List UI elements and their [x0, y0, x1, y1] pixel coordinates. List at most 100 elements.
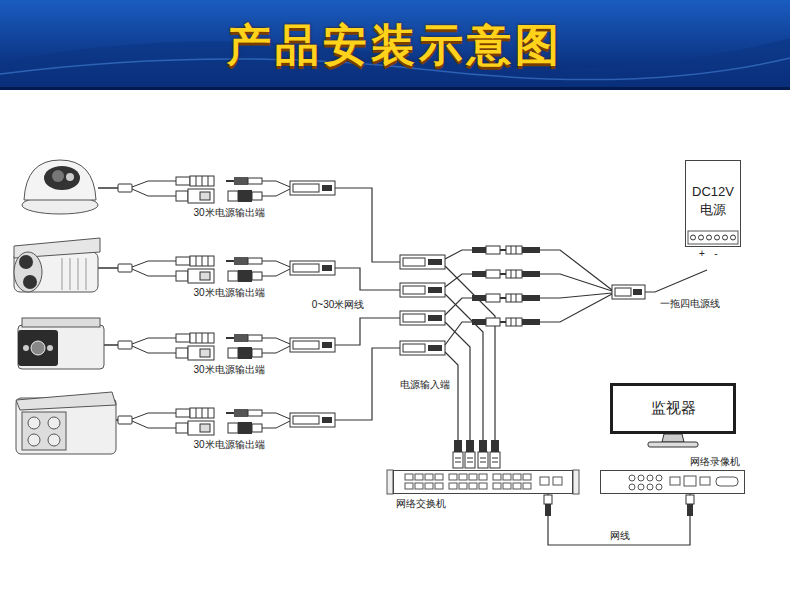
switch-ports — [449, 474, 457, 480]
part-label: 电源输入端 — [399, 379, 451, 391]
power-cable — [633, 289, 642, 295]
switch-ports — [435, 474, 443, 480]
switch-ports — [503, 474, 511, 480]
poe-injector — [400, 283, 445, 297]
power-supply-box: DC12V 电源 — [685, 160, 741, 247]
bullet-camera — [86, 258, 87, 290]
node-text: DC12V 电源 — [690, 183, 736, 218]
part-label: 30米电源输出端 — [192, 439, 265, 451]
node-text: 监视器 — [651, 399, 696, 418]
part-label: + — [698, 248, 706, 260]
dome-camera — [22, 160, 98, 214]
switch-ports — [523, 474, 531, 480]
title-banner — [0, 0, 790, 90]
camera-cable-set — [98, 333, 335, 360]
switch-ports — [479, 474, 487, 480]
nvr-front-panel — [629, 475, 635, 481]
nvr-front-panel — [670, 477, 680, 485]
monitor-stand — [648, 434, 698, 447]
bullet-camera — [14, 252, 42, 292]
network-video-recorder: 网络录像机 — [600, 470, 745, 494]
switch-ports — [405, 474, 413, 480]
box-camera — [18, 325, 104, 369]
poe-injector — [400, 255, 445, 269]
array-camera — [48, 417, 60, 429]
nvr-front-panel — [656, 484, 662, 490]
power-cable — [612, 285, 645, 299]
nvr-front-panel — [638, 484, 644, 490]
dome-camera — [52, 170, 64, 182]
monitor-screen: 监视器 — [610, 383, 736, 434]
rj45-plug — [465, 440, 475, 468]
switch-ports — [435, 483, 443, 489]
dome-camera — [66, 173, 74, 181]
power-terminal-strip — [691, 235, 696, 240]
nvr-front-panel — [629, 484, 635, 490]
power-terminal-strip — [688, 231, 738, 244]
power-terminal-strip — [688, 231, 738, 244]
camera-cable-set — [98, 408, 335, 435]
array-camera — [28, 417, 40, 429]
poe-injector — [400, 255, 445, 355]
switch-ports — [415, 474, 423, 480]
nvr-front-panel — [638, 475, 644, 481]
network-cable-plug — [545, 504, 551, 516]
array-camera — [48, 434, 60, 446]
box-camera — [31, 341, 45, 355]
camera-cable-set — [98, 256, 335, 283]
monitor-stand — [662, 434, 684, 442]
power-cable — [615, 288, 631, 296]
part-label: - — [713, 248, 718, 260]
bullet-camera — [19, 255, 33, 269]
switch-ports — [553, 477, 562, 485]
power-terminal-strip — [723, 235, 728, 240]
switch-ports — [415, 483, 423, 489]
power-cable — [472, 318, 540, 326]
switch-ports — [523, 483, 531, 489]
power-terminal-strip — [731, 235, 736, 240]
nvr-front-panel — [647, 475, 653, 481]
part-label: 30米电源输出端 — [192, 287, 265, 299]
node-text: 网络交换机 — [396, 498, 446, 510]
node-text: 网络录像机 — [690, 456, 740, 468]
power-cable — [445, 250, 472, 345]
power-terminal-strip — [699, 235, 704, 240]
rj45-plug — [453, 440, 463, 468]
rj45-plug — [453, 440, 500, 468]
switch-ports — [479, 483, 487, 489]
power-terminal-strip — [715, 235, 720, 240]
dome-camera — [44, 166, 80, 190]
network-switch: 网络交换机 — [393, 470, 573, 494]
rj45-plug — [490, 440, 500, 468]
switch-ports — [503, 483, 511, 489]
box-camera — [47, 345, 53, 351]
part-label: 0~30米网线 — [311, 299, 366, 311]
nvr-front-panel — [656, 475, 662, 481]
switch-ports — [459, 474, 467, 480]
monitor-stand — [648, 442, 698, 447]
dome-camera — [24, 160, 96, 200]
part-label: 30米电源输出端 — [192, 207, 265, 219]
power-terminal-strip — [707, 235, 712, 240]
power-cable — [645, 270, 707, 292]
box-camera — [18, 318, 104, 369]
nvr-front-panel — [716, 477, 738, 486]
bullet-camera — [62, 258, 63, 290]
box-camera — [23, 345, 29, 351]
array-camera — [16, 392, 116, 410]
bullet-camera — [70, 258, 71, 290]
switch-ports — [513, 483, 521, 489]
edge-label: 网线 — [609, 530, 631, 542]
switch-ports — [459, 483, 467, 489]
network-cable-plug — [544, 495, 552, 504]
camera-cable-set — [98, 176, 335, 435]
power-cable — [445, 246, 707, 345]
power-cable — [472, 246, 540, 254]
nvr-front-panel — [629, 475, 738, 490]
switch-ports — [469, 474, 477, 480]
array-camera — [22, 412, 66, 450]
